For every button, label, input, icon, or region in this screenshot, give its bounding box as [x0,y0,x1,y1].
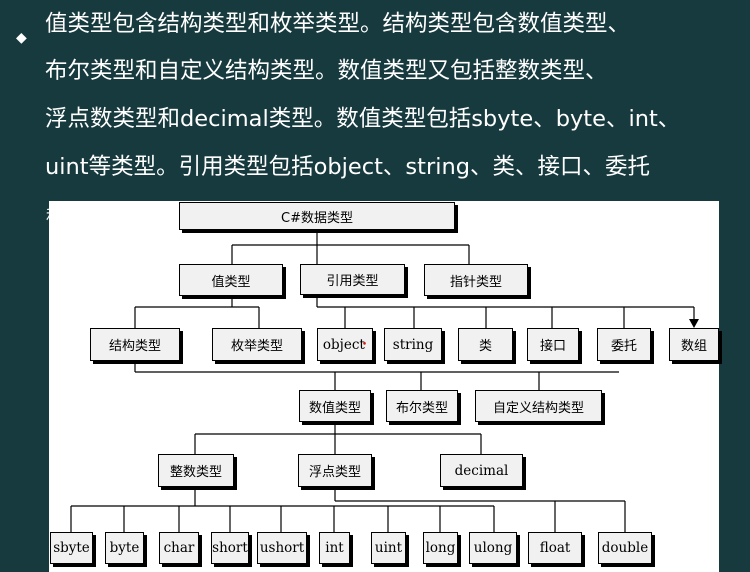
node-long: long [423,532,458,564]
node-uint: uint [371,532,406,564]
node-object-label: object [322,336,365,353]
diamond-bullet-icon: ◆ [16,30,27,46]
node-enum-types: 枚举类型 [212,328,302,361]
node-short: short [211,532,249,564]
node-ulong: ulong [469,532,517,564]
node-reference-types: 引用类型 [300,264,405,295]
node-decimal: decimal [440,454,523,487]
node-float: float [528,532,582,564]
paragraph-line-2: 布尔类型和自定义结构类型。数值类型又包括整数类型、 [45,58,608,84]
node-object: object• [317,328,373,361]
node-byte: byte [105,532,144,564]
diagram-connectors [70,231,699,532]
type-hierarchy-diagram: C#数据类型 值类型 引用类型 指针类型 结构类型 枚举类型 object• s… [49,201,719,572]
node-numeric-types: 数值类型 [299,390,371,422]
node-value-types: 值类型 [179,264,283,296]
paragraph-line-4: uint等类型。引用类型包括object、string、类、接口、委托 [45,154,651,180]
node-boolean-types: 布尔类型 [386,390,458,422]
node-struct-types: 结构类型 [90,328,180,361]
node-float-types: 浮点类型 [298,454,372,487]
node-class: 类 [458,328,513,361]
node-double: double [598,532,652,564]
node-int: int [319,532,350,564]
node-pointer-types: 指针类型 [424,264,528,296]
node-sbyte: sbyte [50,532,93,564]
node-ushort: ushort [257,532,307,564]
node-array: 数组 [669,328,719,361]
node-delegate: 委托 [597,328,651,361]
node-custom-struct-types: 自定义结构类型 [475,390,602,422]
node-integer-types: 整数类型 [158,454,234,487]
paragraph-line-1: 值类型包含结构类型和枚举类型。结构类型包含数值类型、 [45,11,631,37]
paragraph-line-3: 浮点数类型和decimal类型。数值类型包括sbyte、byte、int、 [45,106,681,132]
node-char: char [159,532,199,564]
node-csharp-data-types: C#数据类型 [179,202,455,230]
node-string: string [384,328,442,361]
node-interface: 接口 [527,328,579,361]
slide-text: ◆ 值类型包含结构类型和枚举类型。结构类型包含数值类型、 布尔类型和自定义结构类… [0,0,750,230]
red-dot-icon: • [361,339,368,350]
